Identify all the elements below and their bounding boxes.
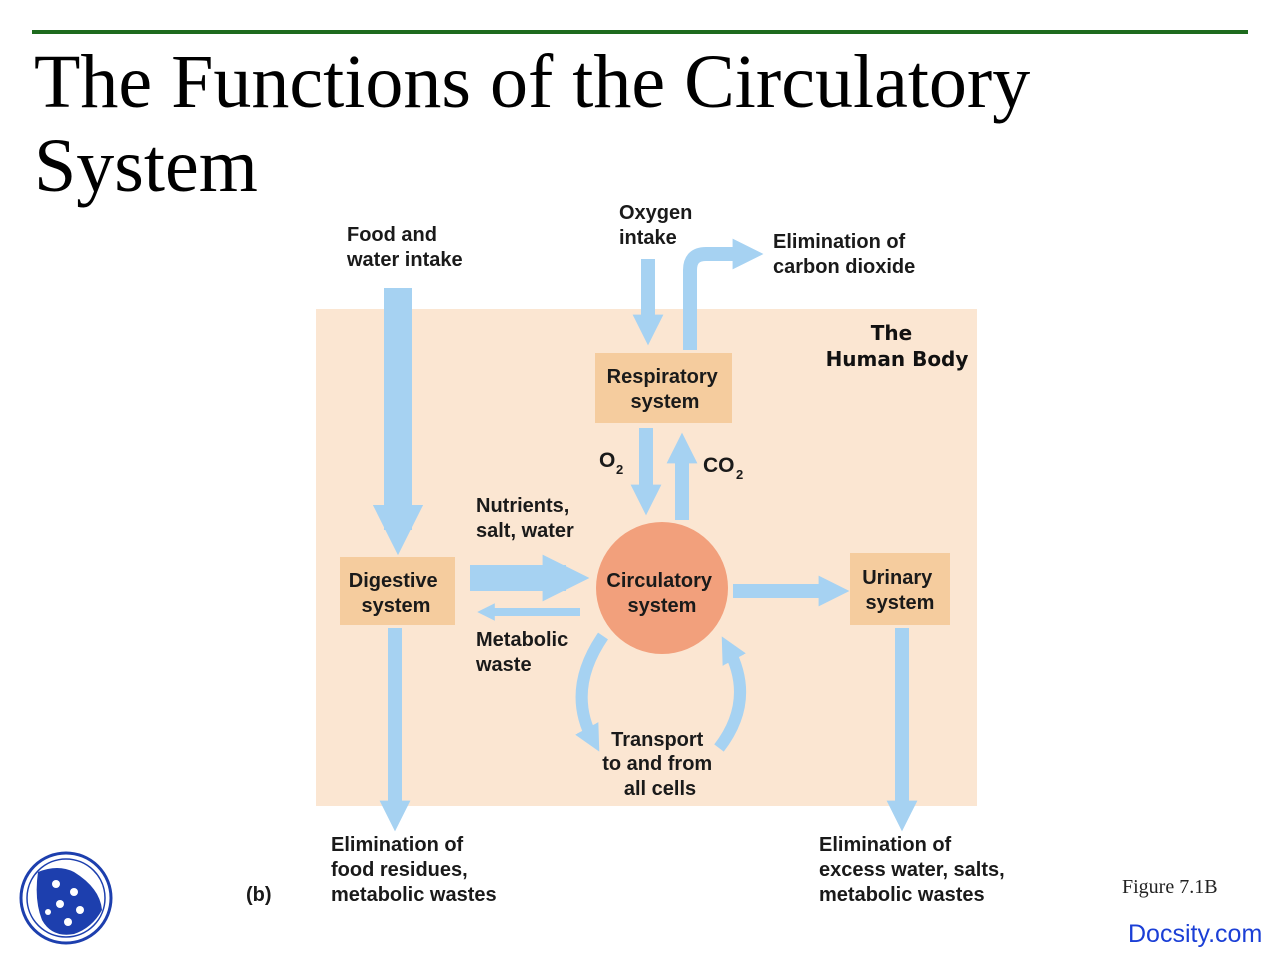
digestive-elimination-label: Elimination of food residues, metabolic … (331, 834, 497, 906)
transport-label: Transport to and from all cells (602, 729, 718, 800)
food-intake-label: Food and water intake (346, 224, 463, 271)
human-body-label: The Human Body (826, 321, 969, 371)
slide-title-line-1: The Functions of the Circulatory (34, 40, 1031, 124)
o2-label: O (599, 449, 615, 472)
docsity-logo-icon[interactable] (19, 851, 113, 945)
co2-elimination-arrow (683, 238, 764, 350)
panel-label: (b) (246, 884, 272, 906)
co2-label: CO (703, 454, 735, 477)
digestive-system-label: Digestive system (349, 570, 444, 617)
oxygen-intake-label: Oxygen intake (619, 202, 698, 249)
nutrients-label: Nutrients, salt, water (476, 495, 575, 542)
metabolic-waste-label: Metabolic waste (475, 629, 574, 676)
urinary-elimination-label: Elimination of excess water, salts, meta… (819, 834, 1010, 906)
circulatory-system-label: Circulatory system (606, 570, 717, 617)
circulatory-system-node (596, 522, 728, 654)
slide-title: The Functions of the Circulatory System (34, 40, 1134, 208)
title-rule (32, 30, 1248, 34)
urinary-system-label: Urinary system (862, 567, 938, 614)
slide-title-line-2: System (34, 124, 258, 208)
transport-in-arrow (714, 636, 747, 752)
digestive-system-box (340, 557, 455, 625)
docsity-link[interactable]: Docsity.com (1128, 920, 1263, 948)
transport-out-arrow (575, 632, 608, 752)
respiratory-system-label: Respiratory system (607, 366, 724, 413)
o2-subscript: 2 (616, 462, 623, 477)
co2-subscript: 2 (736, 467, 743, 482)
co2-elimination-label: Elimination of carbon dioxide (773, 231, 915, 278)
respiratory-system-box (595, 353, 732, 423)
figure-reference: Figure 7.1B (1122, 876, 1218, 898)
urinary-system-box (850, 553, 950, 625)
